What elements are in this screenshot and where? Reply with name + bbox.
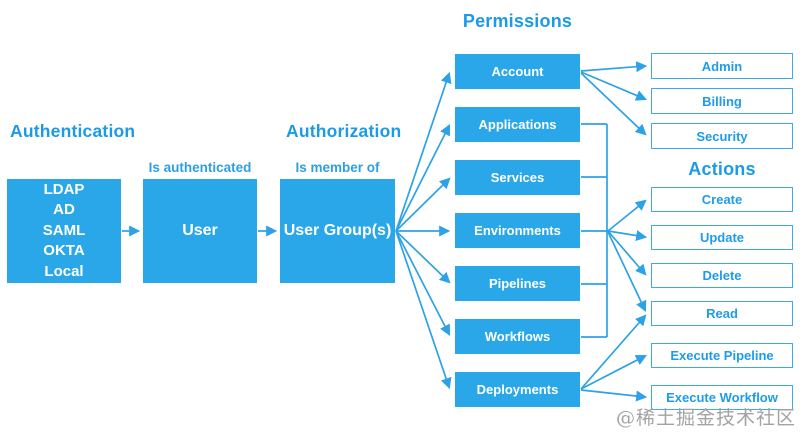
permission-services: Services [455, 160, 580, 195]
node-auth-providers: LDAP AD SAML OKTA Local [7, 179, 121, 283]
permission-applications: Applications [455, 107, 580, 142]
scope-billing: Billing [651, 88, 793, 114]
provider-local: Local [44, 262, 84, 280]
scope-admin: Admin [651, 53, 793, 79]
node-user: User [143, 179, 257, 283]
arrow-account-admin [580, 61, 648, 73]
provider-saml: SAML [42, 221, 86, 239]
arrow-bus-update [607, 230, 648, 242]
scope-security: Security [651, 123, 793, 149]
permission-workflows: Workflows [455, 319, 580, 354]
heading-permissions: Permissions [462, 11, 573, 31]
arrow-bus-delete [607, 230, 647, 276]
arrow-usergroups-deployments [395, 230, 452, 390]
action-create: Create [651, 187, 793, 212]
arrow-deployments-execworkflow [580, 389, 648, 402]
action-execute-pipeline: Execute Pipeline [651, 343, 793, 368]
permission-environments: Environments [455, 213, 580, 248]
watermark-text: @稀土掘金技术社区 [615, 407, 796, 429]
arrow-usergroups-services [395, 177, 451, 232]
edge-label-is-member-of: Is member of [295, 160, 380, 175]
action-update: Update [651, 225, 793, 250]
arrow-bus-read [607, 231, 647, 312]
provider-okta: OKTA [43, 242, 85, 260]
arrow-usergroups-account [395, 71, 452, 232]
edge-label-is-authenticated: Is authenticated [148, 160, 252, 175]
permission-pipelines: Pipelines [455, 266, 580, 301]
arrow-usergroups-applications [395, 124, 450, 232]
permission-deployments: Deployments [455, 372, 580, 407]
action-execute-workflow: Execute Workflow [651, 385, 793, 410]
arrow-bus-create [607, 199, 647, 232]
action-delete: Delete [651, 263, 793, 288]
heading-authentication: Authentication [10, 121, 136, 141]
arrow-usergroups-pipelines [395, 230, 451, 284]
arrow-account-security [580, 72, 647, 136]
arrow-account-billing [580, 71, 648, 101]
node-user-groups: User Group(s) [280, 179, 395, 283]
heading-actions: Actions [688, 159, 756, 179]
arrow-usergroups-workflows [395, 230, 451, 336]
provider-ldap: LDAP [43, 180, 85, 198]
permission-account: Account [455, 54, 580, 89]
provider-ad: AD [53, 201, 75, 219]
arrow-deployments-read [580, 314, 647, 390]
heading-authorization: Authorization [286, 121, 402, 141]
action-read: Read [651, 301, 793, 326]
arrow-deployments-execpipeline [580, 354, 647, 390]
